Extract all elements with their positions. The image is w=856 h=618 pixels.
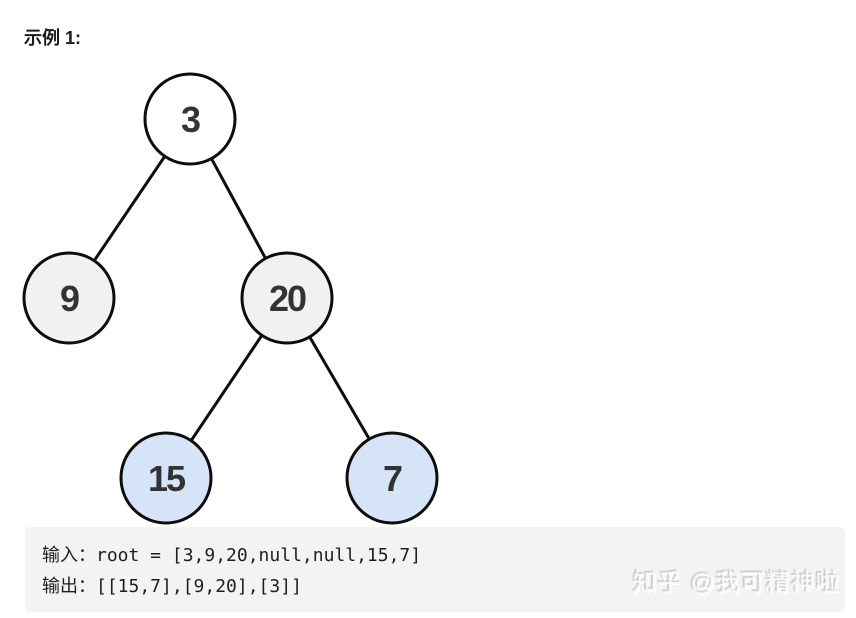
zhihu-watermark: 知乎 @我可精神啦 — [632, 570, 841, 597]
tree-node-value-9: 9 — [60, 278, 79, 319]
tree-node-value-20: 20 — [269, 278, 306, 319]
tree-node-circle-7 — [345, 431, 439, 525]
edge-20-7 — [285, 297, 394, 479]
tree-node-value-3: 3 — [181, 99, 200, 140]
edge-3-9 — [67, 118, 192, 299]
edge-20-15 — [164, 297, 289, 479]
tree-node-circle-15 — [119, 431, 213, 525]
output-label: 输出： — [42, 576, 96, 596]
example-heading: 示例 1: — [24, 28, 82, 48]
tree-node-value-15: 15 — [148, 458, 186, 499]
edge-3-20 — [188, 118, 289, 299]
output-value: [[15,7],[9,20],[3]] — [96, 576, 302, 597]
example-io-box: 输入：root = [3,9,20,null,null,15,7] 输出：[[1… — [25, 527, 845, 612]
tree-node-circle-3 — [143, 72, 237, 166]
tree-node-value-7: 7 — [383, 458, 402, 499]
input-label: 输入： — [42, 545, 96, 565]
output-line: 输出：[[15,7],[9,20],[3]] — [42, 571, 845, 602]
input-line: 输入：root = [3,9,20,null,null,15,7] — [42, 540, 845, 571]
tree-node-circle-20 — [240, 251, 334, 345]
input-value: root = [3,9,20,null,null,15,7] — [96, 545, 422, 566]
tree-node-circle-9 — [22, 251, 116, 345]
